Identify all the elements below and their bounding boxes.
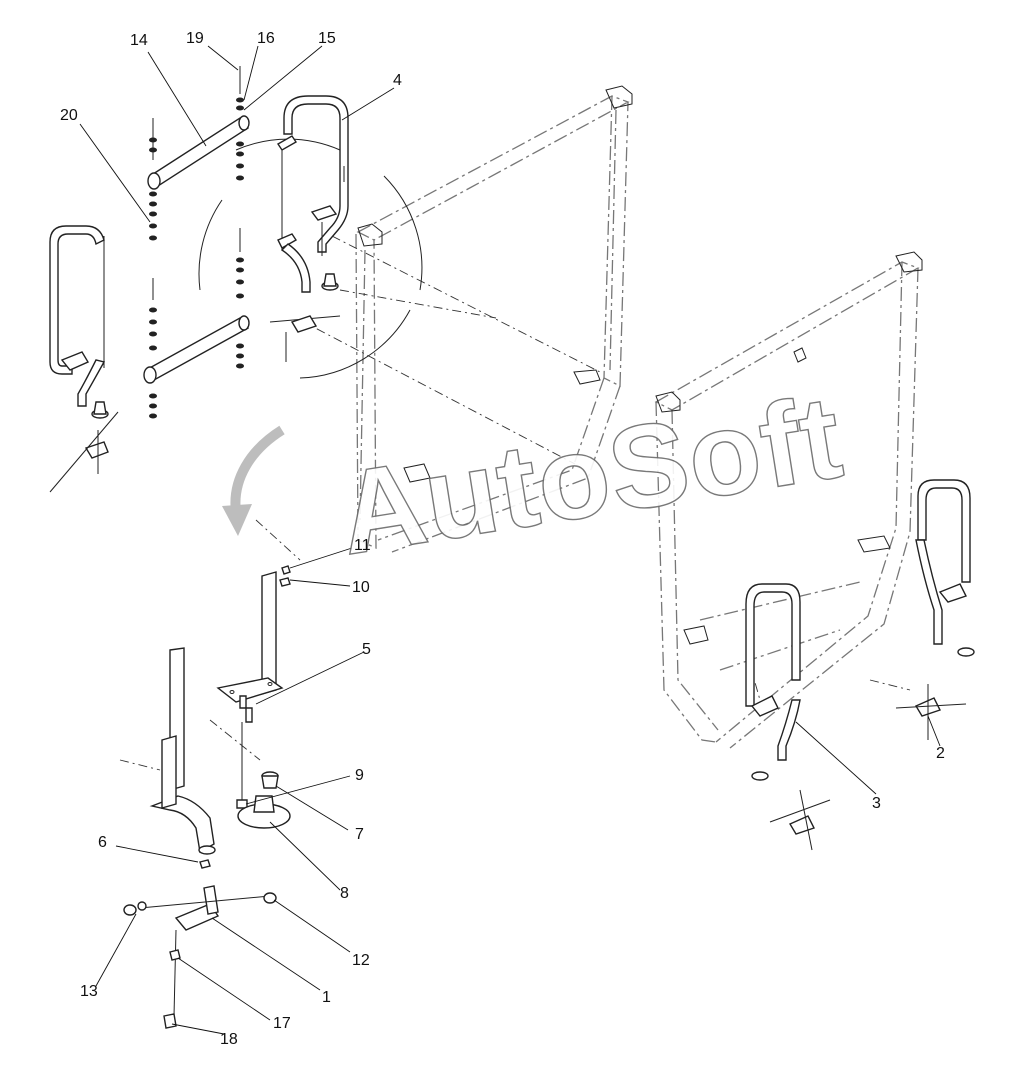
bolt-stack-center [236,66,244,369]
lower-pipe [143,315,250,384]
callout-13: 13 [80,983,98,1000]
detail-cap-base [237,771,291,829]
callout-2: 2 [936,745,945,762]
callout-16: 16 [257,30,275,47]
callout-8: 8 [340,885,349,902]
bolt-stack-left [149,118,157,419]
callout-12: 12 [352,952,370,969]
callout-4: 4 [393,72,402,89]
callout-6: 6 [98,834,107,851]
callout-1: 1 [322,989,331,1006]
right-handles [745,479,975,851]
grab-handle-4 [269,95,349,362]
callout-19: 19 [186,30,204,47]
callout-5: 5 [362,641,371,658]
callout-20: 20 [60,107,78,124]
callout-14: 14 [130,32,148,49]
grab-handle-20 [49,225,119,493]
detail-post-upper [216,565,291,809]
callout-3: 3 [872,795,881,812]
cab-frame-upper [355,85,633,553]
detail-arrow [222,425,285,536]
callout-11: 11 [354,537,371,554]
detail-bracket [123,885,277,1029]
callout-7: 7 [355,826,364,843]
callout-10: 10 [352,579,370,596]
callout-18: 18 [220,1031,238,1048]
upper-pipe-14 [147,115,250,190]
callout-9: 9 [355,767,364,784]
cab-frame-lower-right [654,251,923,749]
detail-circle [198,138,423,379]
callout-15: 15 [318,30,336,47]
detail-post-bent [149,647,216,869]
leader-lines [79,45,941,1035]
callout-17: 17 [273,1015,291,1032]
